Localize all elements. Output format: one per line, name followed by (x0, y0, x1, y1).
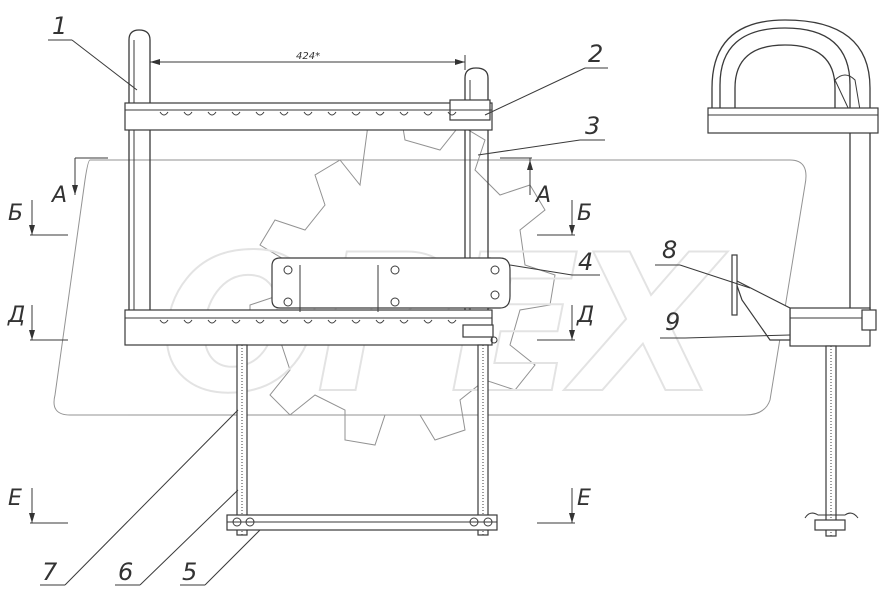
top-rail (124, 102, 493, 131)
bracket-plate (271, 257, 491, 309)
dimension-424: 424* (149, 51, 466, 70)
right-rod (477, 344, 489, 536)
side-rod (825, 345, 837, 537)
callout-7: 7 (42, 558, 58, 586)
rail-slot (399, 111, 409, 116)
side-top-bar (707, 107, 879, 134)
section-a-right: А (534, 183, 551, 208)
callout-8: 8 (662, 236, 677, 264)
callout-2: 2 (588, 40, 603, 68)
rail-slot (231, 319, 241, 324)
rail-slot (231, 111, 241, 116)
section-e-right: Е (577, 486, 591, 511)
rail-slot (423, 111, 433, 116)
rail-slot (255, 319, 265, 324)
section-a-left: А (50, 183, 67, 208)
rail-slots (159, 111, 457, 324)
rail-slot (279, 319, 289, 324)
rail-slot (207, 111, 217, 116)
side-arch (719, 27, 851, 320)
callout-3: 3 (585, 112, 600, 140)
left-rod (236, 344, 248, 536)
rail-slot (447, 111, 457, 116)
rail-slot (279, 111, 289, 116)
right-post (464, 67, 489, 330)
section-d-left: Д (7, 303, 25, 328)
rail-slot (159, 319, 169, 324)
leader-lines (40, 39, 791, 586)
rail-slot (183, 319, 193, 324)
callout-1: 1 (52, 12, 67, 40)
rail-slot (327, 319, 337, 324)
rail-slot (303, 111, 313, 116)
rail-slot (351, 319, 361, 324)
section-b-right: Б (577, 201, 592, 226)
side-bracket-8 (733, 278, 791, 341)
rail-slot (447, 319, 457, 324)
left-post (128, 29, 151, 310)
rail-slot (303, 319, 313, 324)
front-view (124, 29, 511, 536)
rail-slot (327, 111, 337, 116)
callout-9: 9 (665, 308, 680, 336)
callout-6: 6 (118, 558, 133, 586)
bottom-rail (124, 309, 493, 346)
section-b-left: Б (8, 201, 23, 226)
rail-slot (351, 111, 361, 116)
section-markers: А А Б Б Д Д Е Е (7, 157, 594, 524)
side-bracket-9 (789, 307, 871, 347)
side-view (707, 19, 879, 537)
rail-slot (375, 111, 385, 116)
callouts: 1 2 3 4 5 6 7 8 9 (42, 12, 680, 586)
rail-slot (423, 319, 433, 324)
callout-5: 5 (182, 558, 197, 586)
rail-slot (207, 319, 217, 324)
rail-slot (375, 319, 385, 324)
rail-slot (399, 319, 409, 324)
rail-slot (159, 111, 169, 116)
rail-slot (183, 111, 193, 116)
rail-slot (255, 111, 265, 116)
callout-4: 4 (578, 248, 593, 276)
dimension-label: 424* (296, 51, 320, 62)
section-d-right: Д (576, 303, 594, 328)
section-e-left: Е (8, 486, 22, 511)
